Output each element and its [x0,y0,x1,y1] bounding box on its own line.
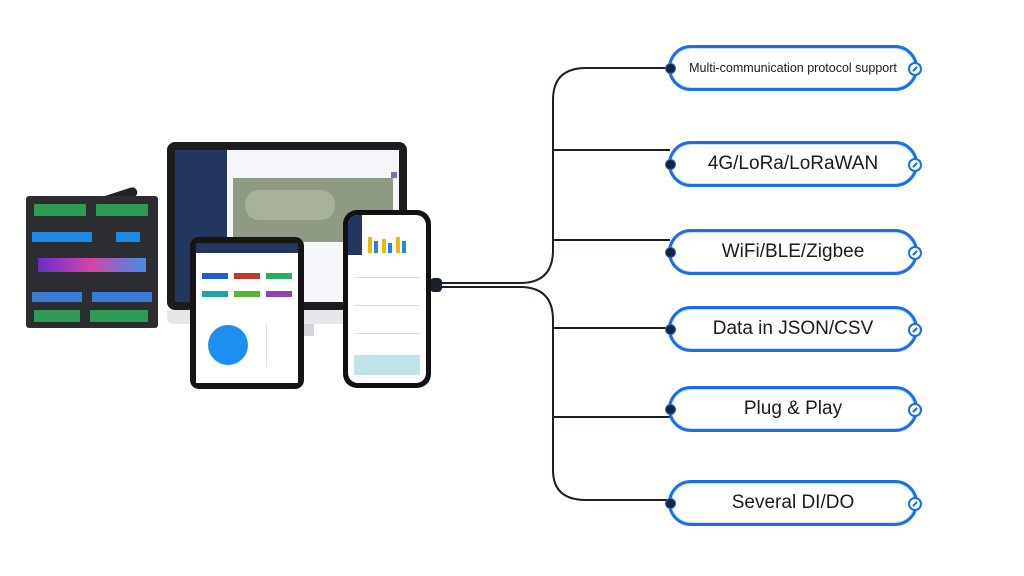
feature-pill-protocols: Multi-communication protocol support [665,45,922,91]
feature-label: Multi-communication protocol support [689,60,897,75]
dot-icon [665,324,676,335]
link-icon [908,497,922,511]
tablet-device [190,237,304,389]
feature-label: WiFi/BLE/Zigbee [721,240,865,262]
dot-icon [665,247,676,258]
link-icon [908,62,922,76]
board-label-band [38,258,146,272]
dot-icon [665,63,676,74]
phone-dashboard-screen [348,215,426,383]
feature-pill-plug-and-play: Plug & Play [665,386,922,432]
pie-chart [208,325,248,365]
link-icon [908,246,922,260]
link-icon [908,158,922,172]
link-icon [908,403,922,417]
feature-pill-data-format: Data in JSON/CSV [665,306,922,352]
feature-label: 4G/LoRa/LoRaWAN [707,152,879,174]
dot-icon [665,498,676,509]
feature-pill-wireless: WiFi/BLE/Zigbee [665,229,922,275]
feature-label: Data in JSON/CSV [712,317,874,339]
feature-pill-di-do: Several DI/DO [665,480,922,526]
phone-device [343,210,431,388]
feature-pill-4g-lora: 4G/LoRa/LoRaWAN [665,141,922,187]
link-icon [908,323,922,337]
feature-label: Plug & Play [743,397,843,419]
tablet-dashboard-screen [196,243,298,383]
controller-board [26,196,158,328]
dot-icon [665,159,676,170]
feature-label: Several DI/DO [731,491,855,513]
dot-icon [665,404,676,415]
